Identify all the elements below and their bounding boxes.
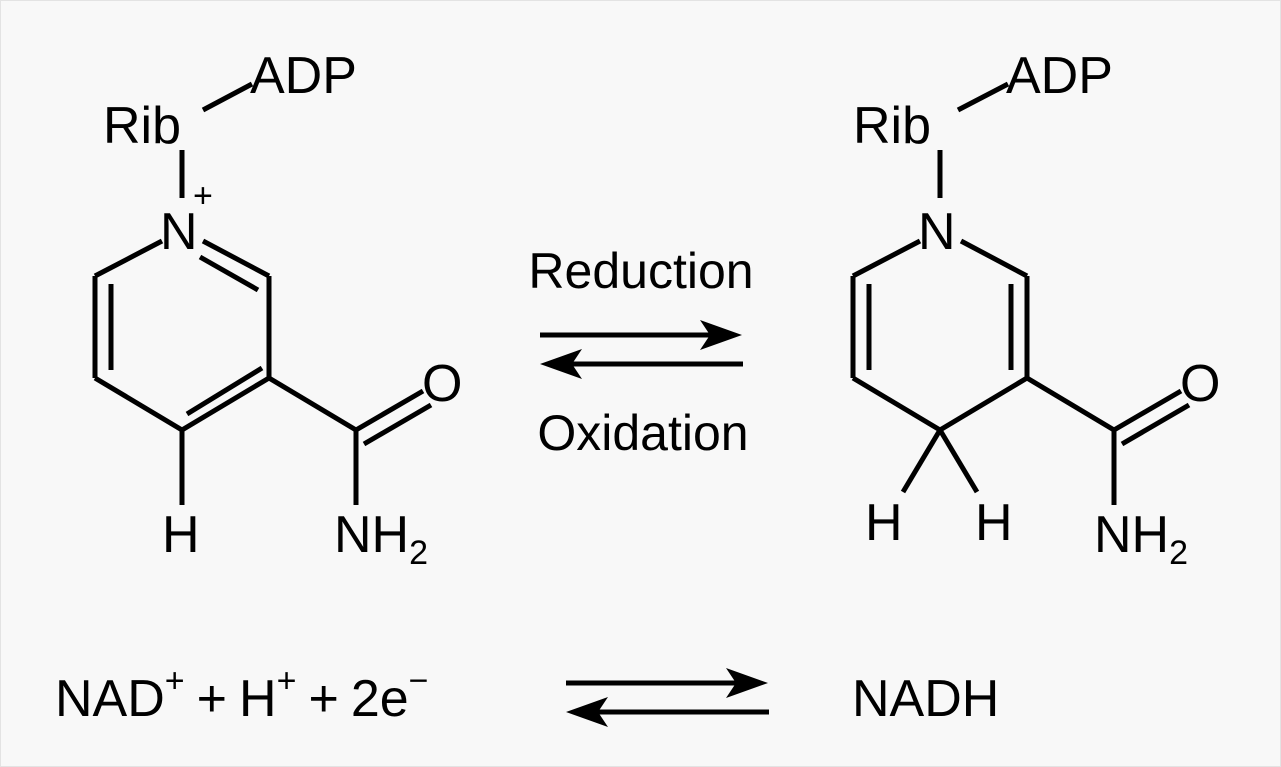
nad-plus-ring-bond [93, 238, 164, 279]
nadh-hydrogen-label-right: H [975, 494, 1013, 552]
nad-plus-amide-nh: NH [334, 506, 409, 564]
nadh-rib-label: Rib [853, 97, 931, 155]
nad-superscript: + [165, 662, 185, 700]
nad-plus-ring-bond [180, 375, 271, 433]
nadh-amide-bond [1025, 375, 1116, 433]
nadh-ch-bond-right [937, 428, 980, 494]
nad-plus-ring-bond [201, 238, 271, 279]
nadh-rib-adp-bond [956, 81, 1010, 113]
proton-superscript: + [277, 662, 297, 700]
nadh-amide-label: NH2 [1094, 506, 1188, 572]
nad-plus-ring-bond [93, 375, 184, 433]
equation-reactants: NAD++H++2e− [55, 662, 429, 728]
nadh-ring-bond [938, 375, 1029, 433]
nad-plus-hydrogen-label: H [162, 506, 200, 564]
bottom-reverse-arrow-head [566, 697, 608, 727]
nad-plus-amide-label: NH2 [334, 506, 428, 572]
proton-label: H [239, 670, 277, 728]
nad-plus-ring-double-bond [185, 365, 264, 417]
nadh-nitrogen-label: N [918, 203, 956, 261]
nadh-co-double-bond [1120, 402, 1191, 447]
nad-plus-amide-subscript: 2 [409, 534, 428, 572]
nadh-adp-label: ADP [1006, 47, 1113, 105]
electron-superscript: − [409, 662, 429, 700]
forward-arrow-head [700, 320, 742, 350]
nadh-ch-bond-left [900, 428, 943, 494]
nadh-ring-bond [851, 238, 922, 279]
nadh-ring-bond [959, 238, 1029, 279]
nadh-ring-bond [851, 375, 942, 433]
reverse-arrow-head [540, 349, 582, 379]
nadh-hydrogen-label-left: H [865, 494, 903, 552]
nad-label: NAD [55, 670, 165, 728]
electrons-label: 2e [351, 670, 409, 728]
nadh-co-bond [1112, 388, 1183, 433]
nadh-product-label: NADH [852, 670, 999, 728]
nadh-amide-subscript: 2 [1169, 534, 1188, 572]
oxidation-label: Oxidation [537, 405, 748, 461]
nadh-structure: Rib ADP N H H O NH2 [850, 47, 1220, 572]
plus-sign: + [308, 670, 338, 728]
reduction-label: Reduction [528, 243, 753, 299]
plus-sign: + [197, 670, 227, 728]
nad-plus-oxygen-label: O [422, 355, 462, 413]
nad-plus-nitrogen-label: N [160, 203, 198, 261]
summary-equation: NAD++H++2e− NADH [55, 662, 999, 728]
top-equilibrium: Reduction Oxidation [528, 243, 753, 461]
nad-plus-charge: + [193, 177, 213, 215]
nad-plus-structure: Rib ADP N + H O NH2 [92, 47, 462, 572]
nad-plus-co-bond [354, 388, 425, 433]
bottom-forward-arrow-head [726, 668, 768, 698]
nad-plus-co-double-bond [362, 402, 433, 447]
nad-plus-adp-label: ADP [250, 47, 357, 105]
nadh-oxygen-label: O [1180, 355, 1220, 413]
nad-plus-ring-double-bond [198, 254, 260, 293]
nad-plus-rib-label: Rib [103, 97, 181, 155]
nad-plus-rib-adp-bond [201, 81, 254, 113]
nadh-amide-nh: NH [1094, 506, 1169, 564]
nad-plus-amide-bond [267, 375, 358, 433]
